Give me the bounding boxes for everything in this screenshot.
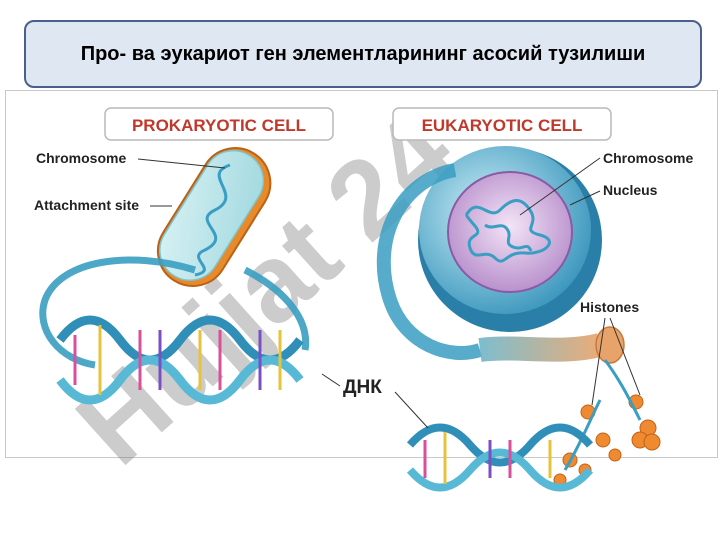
eukaryotic-nucleus — [418, 146, 602, 332]
label-nucleus: Nucleus — [603, 182, 658, 198]
label-attachment-site: Attachment site — [34, 197, 139, 213]
prokaryotic-dna-helix — [39, 256, 310, 405]
linker-dna — [563, 359, 642, 471]
prokaryotic-heading: PROKARYOTIC CELL — [132, 116, 306, 135]
prokaryotic-labels: Chromosome Attachment site — [34, 150, 226, 213]
label-dna: ДНК — [343, 377, 382, 398]
eukaryotic-heading-box: EUKARYOTIC CELL — [392, 107, 612, 141]
prokaryotic-cell — [156, 147, 272, 287]
eukaryotic-heading: EUKARYOTIC CELL — [422, 116, 583, 135]
slide-title: Про- ва эукариот ген элементларининг асо… — [24, 20, 702, 88]
cell-diagram-frame — [5, 90, 718, 458]
eukaryotic-dna-helix — [406, 423, 594, 492]
histone-beads — [553, 394, 661, 487]
eukaryotic-labels: Chromosome Nucleus Histones ДНК — [321, 150, 693, 429]
label-prok-chromosome: Chromosome — [36, 150, 126, 166]
slide-title-text: Про- ва эукариот ген элементларининг асо… — [80, 43, 646, 65]
label-euk-chromosome: Chromosome — [603, 150, 693, 166]
prokaryotic-heading-box: PROKARYOTIC CELL — [104, 107, 334, 141]
label-histones: Histones — [580, 299, 639, 315]
